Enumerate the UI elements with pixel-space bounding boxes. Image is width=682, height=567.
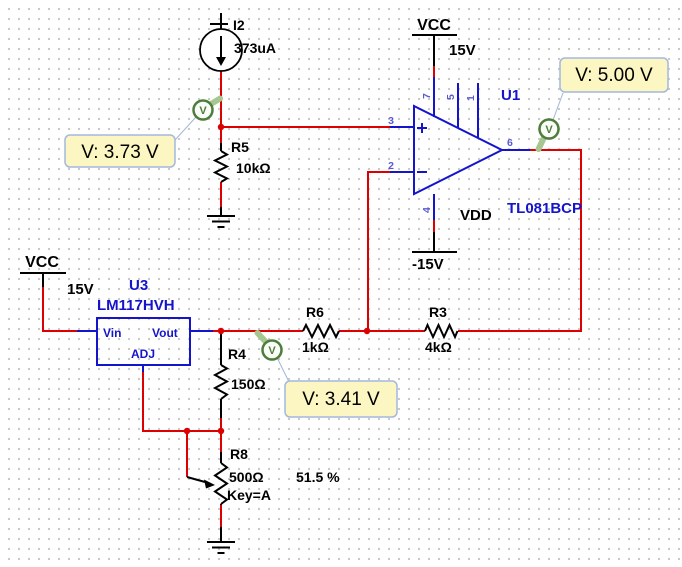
resistor-r4[interactable] [212, 364, 230, 400]
r5-ref-label: R5 [231, 139, 249, 155]
probe3-leader-line [277, 358, 290, 383]
probe1-leader-line [174, 116, 197, 141]
vcc-symbol-opamp[interactable] [412, 34, 457, 66]
noninverting-plus-icon [417, 123, 427, 133]
r4-ref-label: R4 [228, 346, 246, 362]
vee-label: -15V [412, 256, 444, 273]
u1-pin2-label: 2 [388, 160, 394, 172]
probe3-reading: V: 3.41 V [302, 389, 380, 410]
probe3-glyph: V [268, 345, 276, 357]
probe2-reading: V: 5.00 V [575, 65, 653, 86]
i2-terminal-stub [210, 13, 228, 29]
probe1-reading-badge[interactable]: V: 3.73 V [64, 134, 176, 168]
u3-ref-label: U3 [129, 277, 148, 294]
ground-icon[interactable] [207, 215, 235, 228]
u1-part-label: TL081BCP [507, 200, 582, 217]
wire-vcc-to-vin[interactable] [42, 287, 77, 332]
r3-value-label: 4kΩ [425, 339, 452, 355]
r4-value-label: 150Ω [231, 376, 266, 392]
resistor-r5[interactable] [212, 150, 230, 183]
junction-dot [363, 327, 371, 335]
vcc-net-label: VCC [417, 17, 451, 34]
u1-pin1-label: 1 [465, 95, 477, 101]
u1-pin3-label: 3 [388, 115, 394, 127]
u1-pin5-label: 5 [445, 94, 457, 100]
r8-setting-label: 51.5 % [296, 469, 340, 485]
voltage-probe-icon[interactable]: V [254, 330, 283, 361]
vcc-symbol-regulator[interactable] [20, 272, 66, 287]
resistor-r6[interactable] [302, 322, 340, 340]
u1-pin7-label: 7 [421, 93, 433, 99]
u1-pin4-label: 4 [421, 207, 433, 213]
wire-i2-r5-pin3[interactable] [220, 71, 390, 143]
u3-vout-pin-label: Vout [152, 326, 178, 340]
u1-ref-label: U1 [501, 87, 520, 104]
potentiometer-r8[interactable] [186, 462, 229, 505]
vcc-reg-value-label: 15V [67, 281, 94, 298]
wire-output[interactable] [458, 149, 582, 332]
probe3-reading-badge[interactable]: V: 3.41 V [284, 380, 398, 418]
junction-dot [217, 327, 225, 335]
r8-ref-label: R8 [230, 446, 248, 462]
wire-feedback-pin2[interactable] [367, 171, 390, 331]
current-source-i2[interactable] [199, 28, 243, 72]
probe1-reading: V: 3.73 V [81, 142, 159, 163]
junction-dot [217, 123, 225, 131]
probe2-reading-badge[interactable]: V: 5.00 V [559, 57, 669, 93]
regulator-u3[interactable] [77, 317, 213, 372]
u3-vin-pin-label: Vin [103, 326, 121, 340]
probe2-glyph: V [545, 124, 553, 136]
i2-ref-label: I2 [233, 17, 245, 33]
vcc-reg-net-label: VCC [25, 254, 59, 271]
vdd-label: VDD [460, 207, 492, 224]
junction-dot [183, 427, 191, 435]
vcc-value-label: 15V [449, 42, 476, 59]
vee-symbol-opamp[interactable] [412, 232, 457, 253]
r6-ref-label: R6 [306, 304, 324, 320]
junction-dot [217, 427, 225, 435]
opamp-u1[interactable] [390, 77, 530, 220]
r5-value-label: 10kΩ [236, 160, 271, 176]
ground-icon[interactable] [207, 541, 235, 554]
probe2-leader-line [552, 92, 564, 121]
resistor-r3[interactable] [424, 322, 459, 340]
u3-part-label: LM117HVH [97, 297, 175, 314]
wiper-arrow-icon [204, 479, 215, 489]
r8-value-label: 500Ω [229, 469, 264, 485]
u3-adj-pin-label: ADJ [131, 347, 155, 361]
voltage-probe-icon[interactable]: V [535, 118, 560, 152]
wire-adj-node[interactable] [142, 372, 221, 432]
voltage-probe-icon[interactable]: V [192, 95, 223, 121]
i2-value-label: 373uA [234, 40, 276, 56]
r6-value-label: 1kΩ [302, 339, 329, 355]
probe1-glyph: V [199, 105, 207, 117]
u1-pin6-label: 6 [507, 137, 513, 149]
r8-key-label: Key=A [227, 487, 271, 503]
r3-ref-label: R3 [429, 304, 447, 320]
